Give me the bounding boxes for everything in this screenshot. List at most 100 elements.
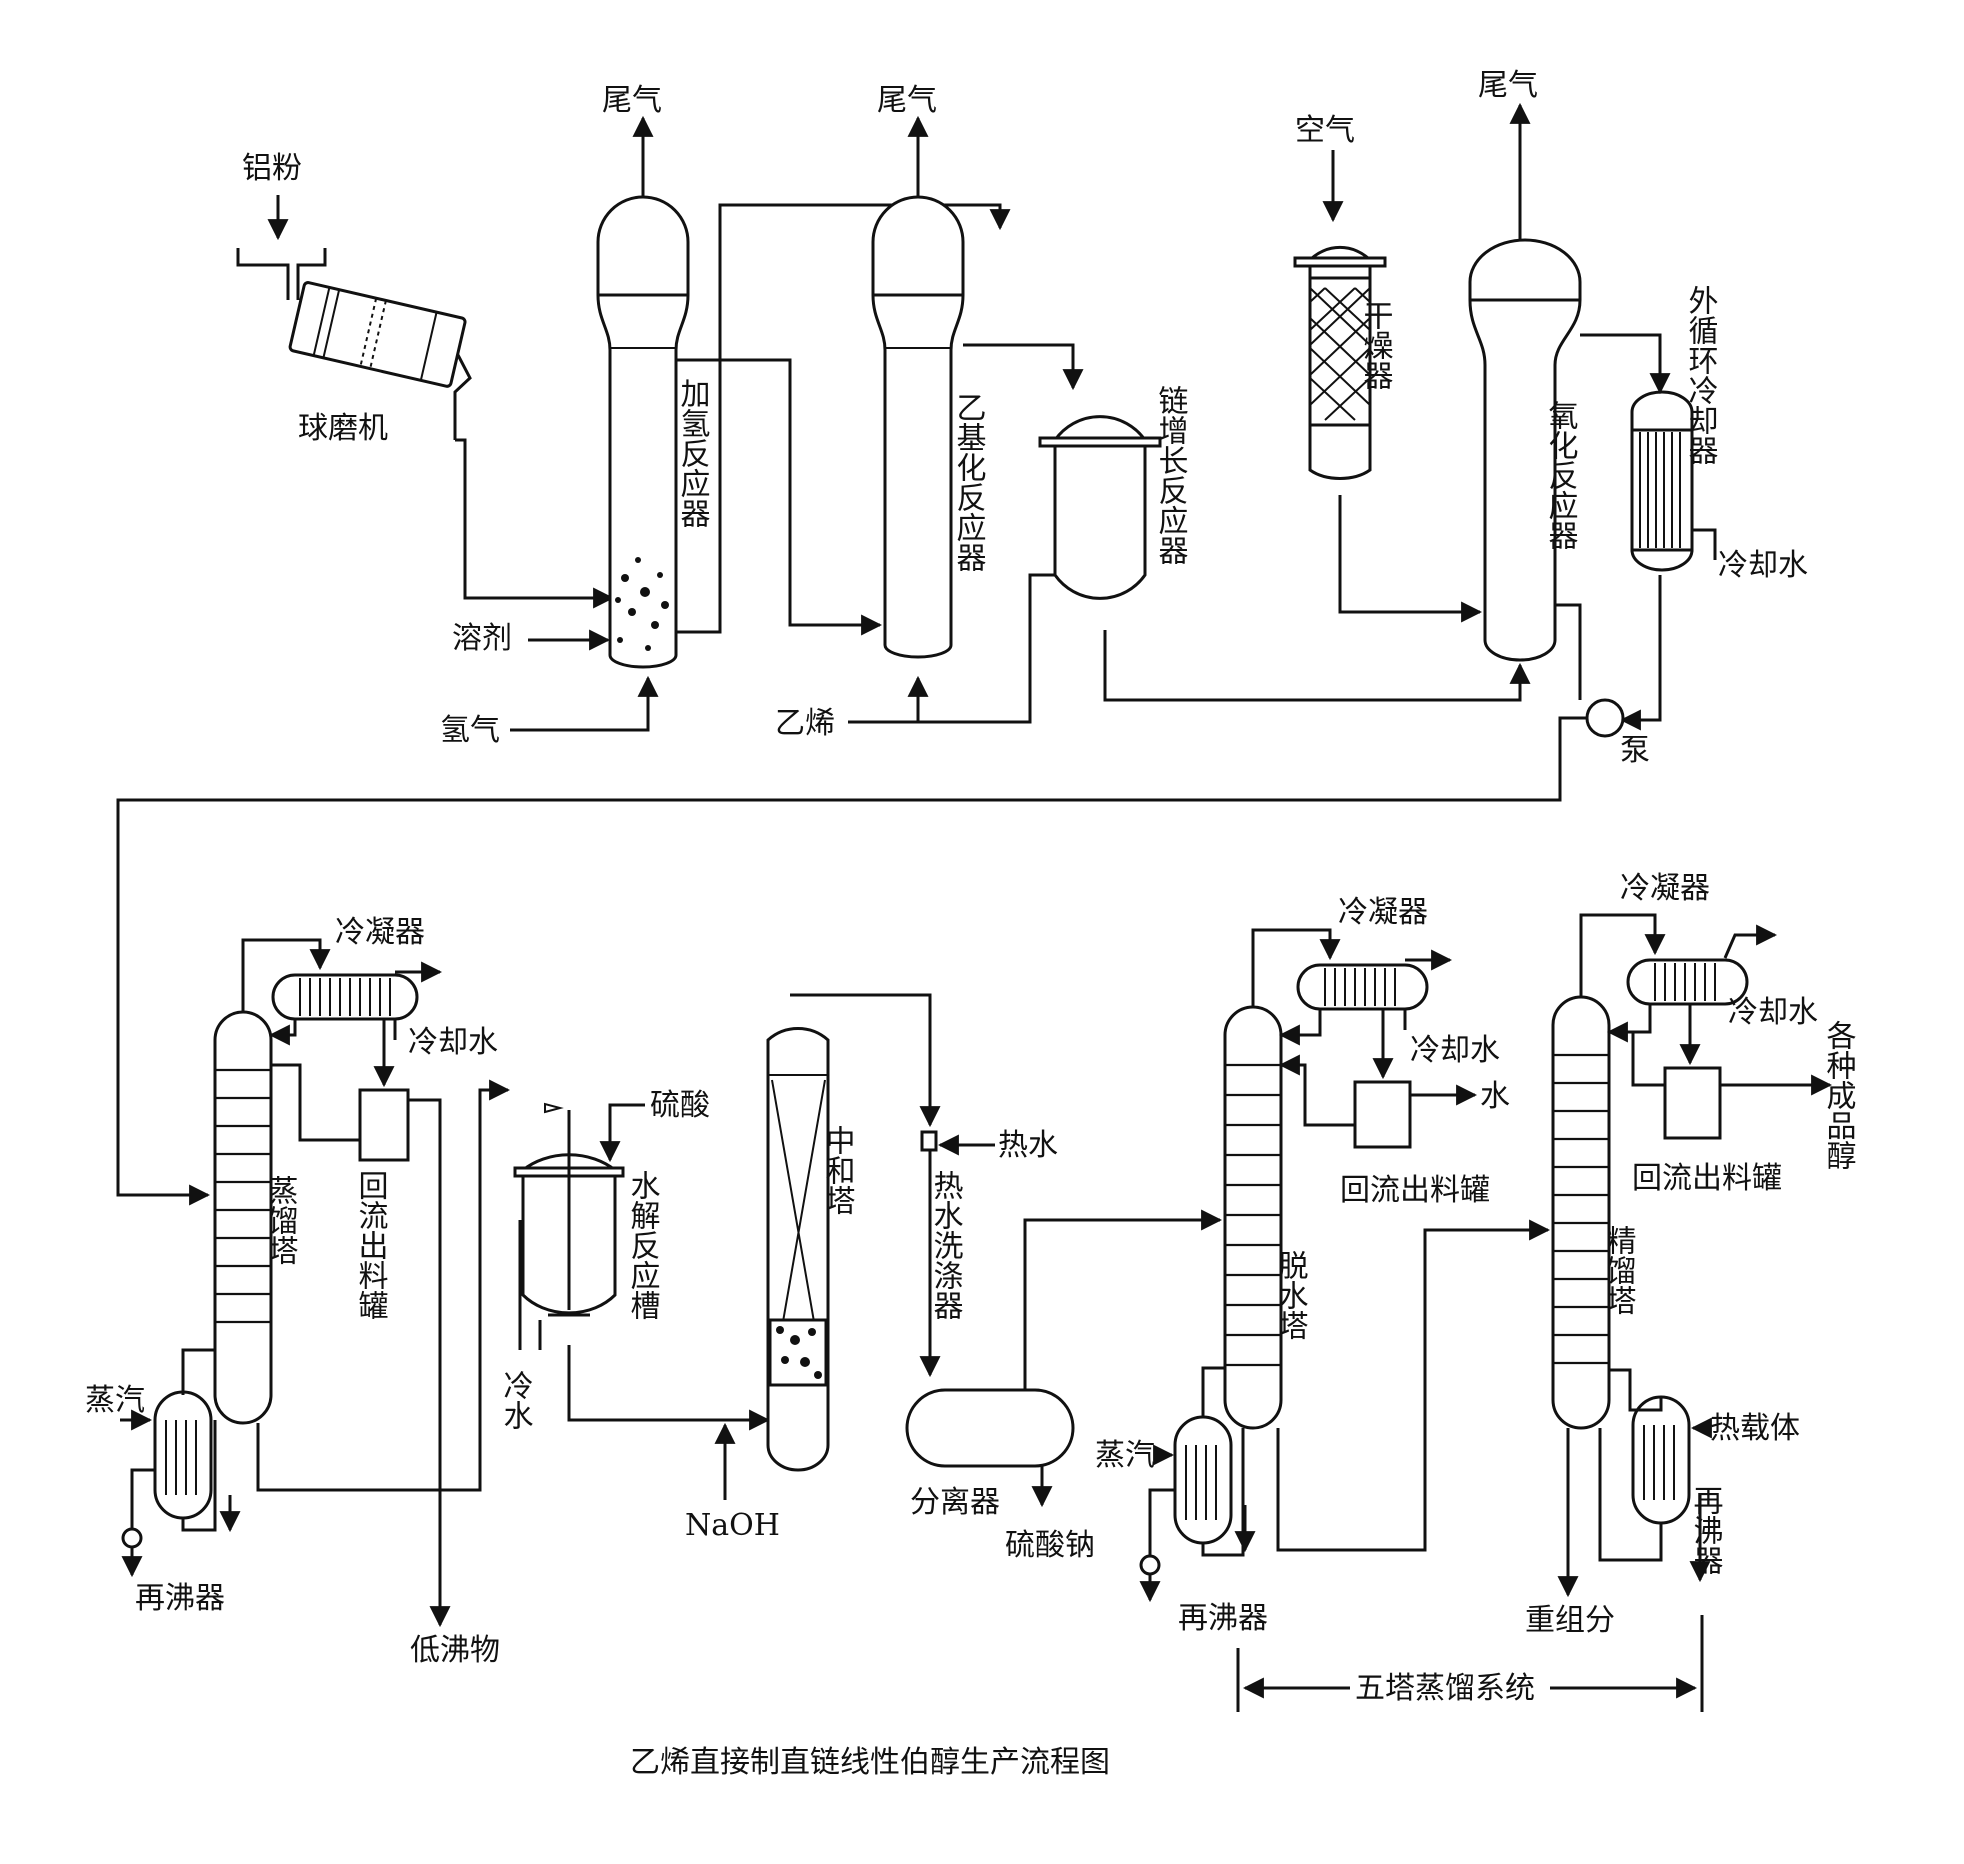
tail-gas-2-stream: 尾气 <box>877 83 937 197</box>
reflux-tank-1: 回流出料罐 <box>353 1088 410 1320</box>
svg-text:尾气: 尾气 <box>1478 68 1538 103</box>
dryer: 干燥器 <box>1293 245 1394 480</box>
reboiler-3-label: 再沸器 <box>1688 1485 1724 1575</box>
trap-2-icon <box>1139 1554 1161 1576</box>
steam-2-label: 蒸汽 <box>1095 1438 1155 1473</box>
condenser-3: 冷凝器 <box>1620 871 1749 1006</box>
reboiler-2-label: 再沸器 <box>1178 1601 1268 1636</box>
svg-text:铝粉: 铝粉 <box>242 151 302 186</box>
svg-text:水: 水 <box>1480 1079 1510 1114</box>
tail-gas-3-stream: 尾气 <box>1478 68 1538 240</box>
ethylation-feed-line <box>676 358 883 636</box>
condenser-1: 冷凝器 <box>271 915 425 1021</box>
oxidation-reactor: 氧化反应器 <box>1468 238 1582 662</box>
reboiler-1-feed-line <box>181 1420 217 1532</box>
hydrogenation-reactor-label: 加氢反应器 <box>675 378 711 528</box>
pump: 泵 <box>1585 698 1650 768</box>
external-cooler-label: 外循环冷却器 <box>1683 285 1719 465</box>
svg-text:回流出料罐: 回流出料罐 <box>1340 1173 1490 1208</box>
aluminum-powder-stream: 铝粉 <box>242 151 302 241</box>
cooling-water-1-label: 冷却水 <box>1718 548 1808 583</box>
neutralization-tower-label: 中和塔 <box>820 1125 856 1215</box>
distillation-tower-label: 蒸馏塔 <box>263 1175 299 1265</box>
svg-text:空气: 空气 <box>1295 113 1355 148</box>
oxidation-reactor-label: 氧化反应器 <box>1543 400 1579 550</box>
diagram-caption: 乙烯直接制直链线性伯醇生产流程图 <box>630 1745 1110 1780</box>
low-boilers-line <box>408 1098 451 1628</box>
hydrogenation-reactor: 加氢反应器 <box>596 195 711 669</box>
hydrogen-stream: 氢气 <box>440 675 659 748</box>
svg-text:冷水: 冷水 <box>498 1370 533 1430</box>
svg-text:乙烯: 乙烯 <box>775 706 835 741</box>
svg-text:NaOH: NaOH <box>685 1508 780 1543</box>
ethylation-reactor-label: 乙基化反应器 <box>951 392 987 572</box>
reboiler-1-return-line <box>181 1348 215 1395</box>
hydrolysis-tank-label: 水解反应槽 <box>625 1170 661 1320</box>
dist-to-hydrolysis-line <box>256 1079 511 1492</box>
reboiler-2 <box>1173 1415 1233 1545</box>
chain-growth-to-oxidation-line <box>1103 630 1531 702</box>
hot-water-washer-label: 热水洗涤器 <box>928 1170 964 1320</box>
svg-text:尾气: 尾气 <box>877 83 937 118</box>
tank-1-reflux-line <box>271 1063 360 1142</box>
condensate-1-line <box>130 1468 155 1530</box>
dehydration-tower: 脱水塔 <box>1223 1005 1309 1430</box>
svg-text:回流出料罐: 回流出料罐 <box>353 1170 389 1320</box>
svg-text:五塔蒸馏系统: 五塔蒸馏系统 <box>1355 1671 1535 1706</box>
reflux-1-line <box>268 1019 297 1046</box>
chain-growth-reactor-label: 链增长反应器 <box>1153 385 1189 565</box>
low-boilers-label: 低沸物 <box>410 1633 500 1668</box>
sodium-sulfate-stream: 硫酸钠 <box>1005 1466 1095 1563</box>
separator: 分离器 <box>905 1388 1075 1520</box>
cooling-water-out-3 <box>1723 924 1778 959</box>
neutralization-tower: 中和塔 <box>766 1027 856 1472</box>
cooling-water-3-label: 冷却水 <box>1410 1033 1500 1068</box>
oxidation-to-distillation-line <box>116 716 1588 1206</box>
ball-mill: 球磨机 <box>236 248 472 446</box>
air-stream: 空气 <box>1295 113 1355 223</box>
svg-text:热载体: 热载体 <box>1710 1411 1800 1446</box>
five-tower-system-bracket: 五塔蒸馏系统 <box>1236 1615 1704 1712</box>
rectification-overhead-line <box>1579 913 1666 997</box>
svg-text:泵: 泵 <box>1620 733 1650 768</box>
svg-text:热水: 热水 <box>998 1128 1058 1163</box>
heat-carrier-stream: 热载体 <box>1690 1411 1800 1446</box>
hydrolysis-tank: 水解反应槽 <box>513 1102 661 1320</box>
reboiler-3: 再沸器 <box>1631 1395 1724 1575</box>
svg-text:尾气: 尾气 <box>602 83 662 118</box>
neutralization-to-washer-line <box>790 993 941 1128</box>
separator-to-dehydration-line <box>1023 1209 1223 1390</box>
sulfuric-acid-stream: 硫酸 <box>599 1088 710 1163</box>
cooling-water-1-line <box>1692 528 1717 560</box>
steam-1-label: 蒸汽 <box>85 1383 145 1418</box>
dryer-to-oxidation-line <box>1338 495 1483 623</box>
cooling-water-4-label: 冷却水 <box>1728 995 1818 1030</box>
ethylation-reactor: 乙基化反应器 <box>871 195 987 659</box>
hydrogenation-to-ethylation-line <box>676 203 1011 634</box>
mill-to-hydrogenation-line <box>455 438 615 609</box>
dehydration-to-rectification-line <box>1276 1219 1551 1552</box>
solvent-stream: 溶剂 <box>452 621 611 656</box>
svg-text:冷凝器: 冷凝器 <box>1338 895 1428 930</box>
svg-text:溶剂: 溶剂 <box>452 621 512 656</box>
rectification-tower-label: 精馏塔 <box>1601 1225 1637 1315</box>
cooler-to-pump-line <box>1619 575 1662 731</box>
reflux-tank-3: 回流出料罐 <box>1632 1066 1782 1196</box>
cold-water-stream: 冷水 <box>498 1220 542 1430</box>
tail-gas-1-stream: 尾气 <box>602 83 662 197</box>
external-cooler: 外循环冷却器 <box>1630 285 1719 572</box>
distillation-tower: 蒸馏塔 <box>213 1010 299 1425</box>
oxidation-to-cooler-line <box>1580 333 1671 395</box>
chain-growth-reactor: 链增长反应器 <box>1038 385 1189 600</box>
dehydration-tower-label: 脱水塔 <box>1273 1250 1309 1340</box>
dehydration-overhead-line <box>1251 928 1341 1007</box>
svg-text:硫酸钠: 硫酸钠 <box>1005 1528 1095 1563</box>
trap-1-icon <box>121 1527 143 1549</box>
dist-overhead-line <box>241 938 331 1012</box>
svg-text:氢气: 氢气 <box>440 713 500 748</box>
hydrolysis-to-neutralization-line <box>567 1345 771 1431</box>
ethylation-to-chain-growth-line <box>963 343 1084 391</box>
svg-text:回流出料罐: 回流出料罐 <box>1632 1161 1782 1196</box>
